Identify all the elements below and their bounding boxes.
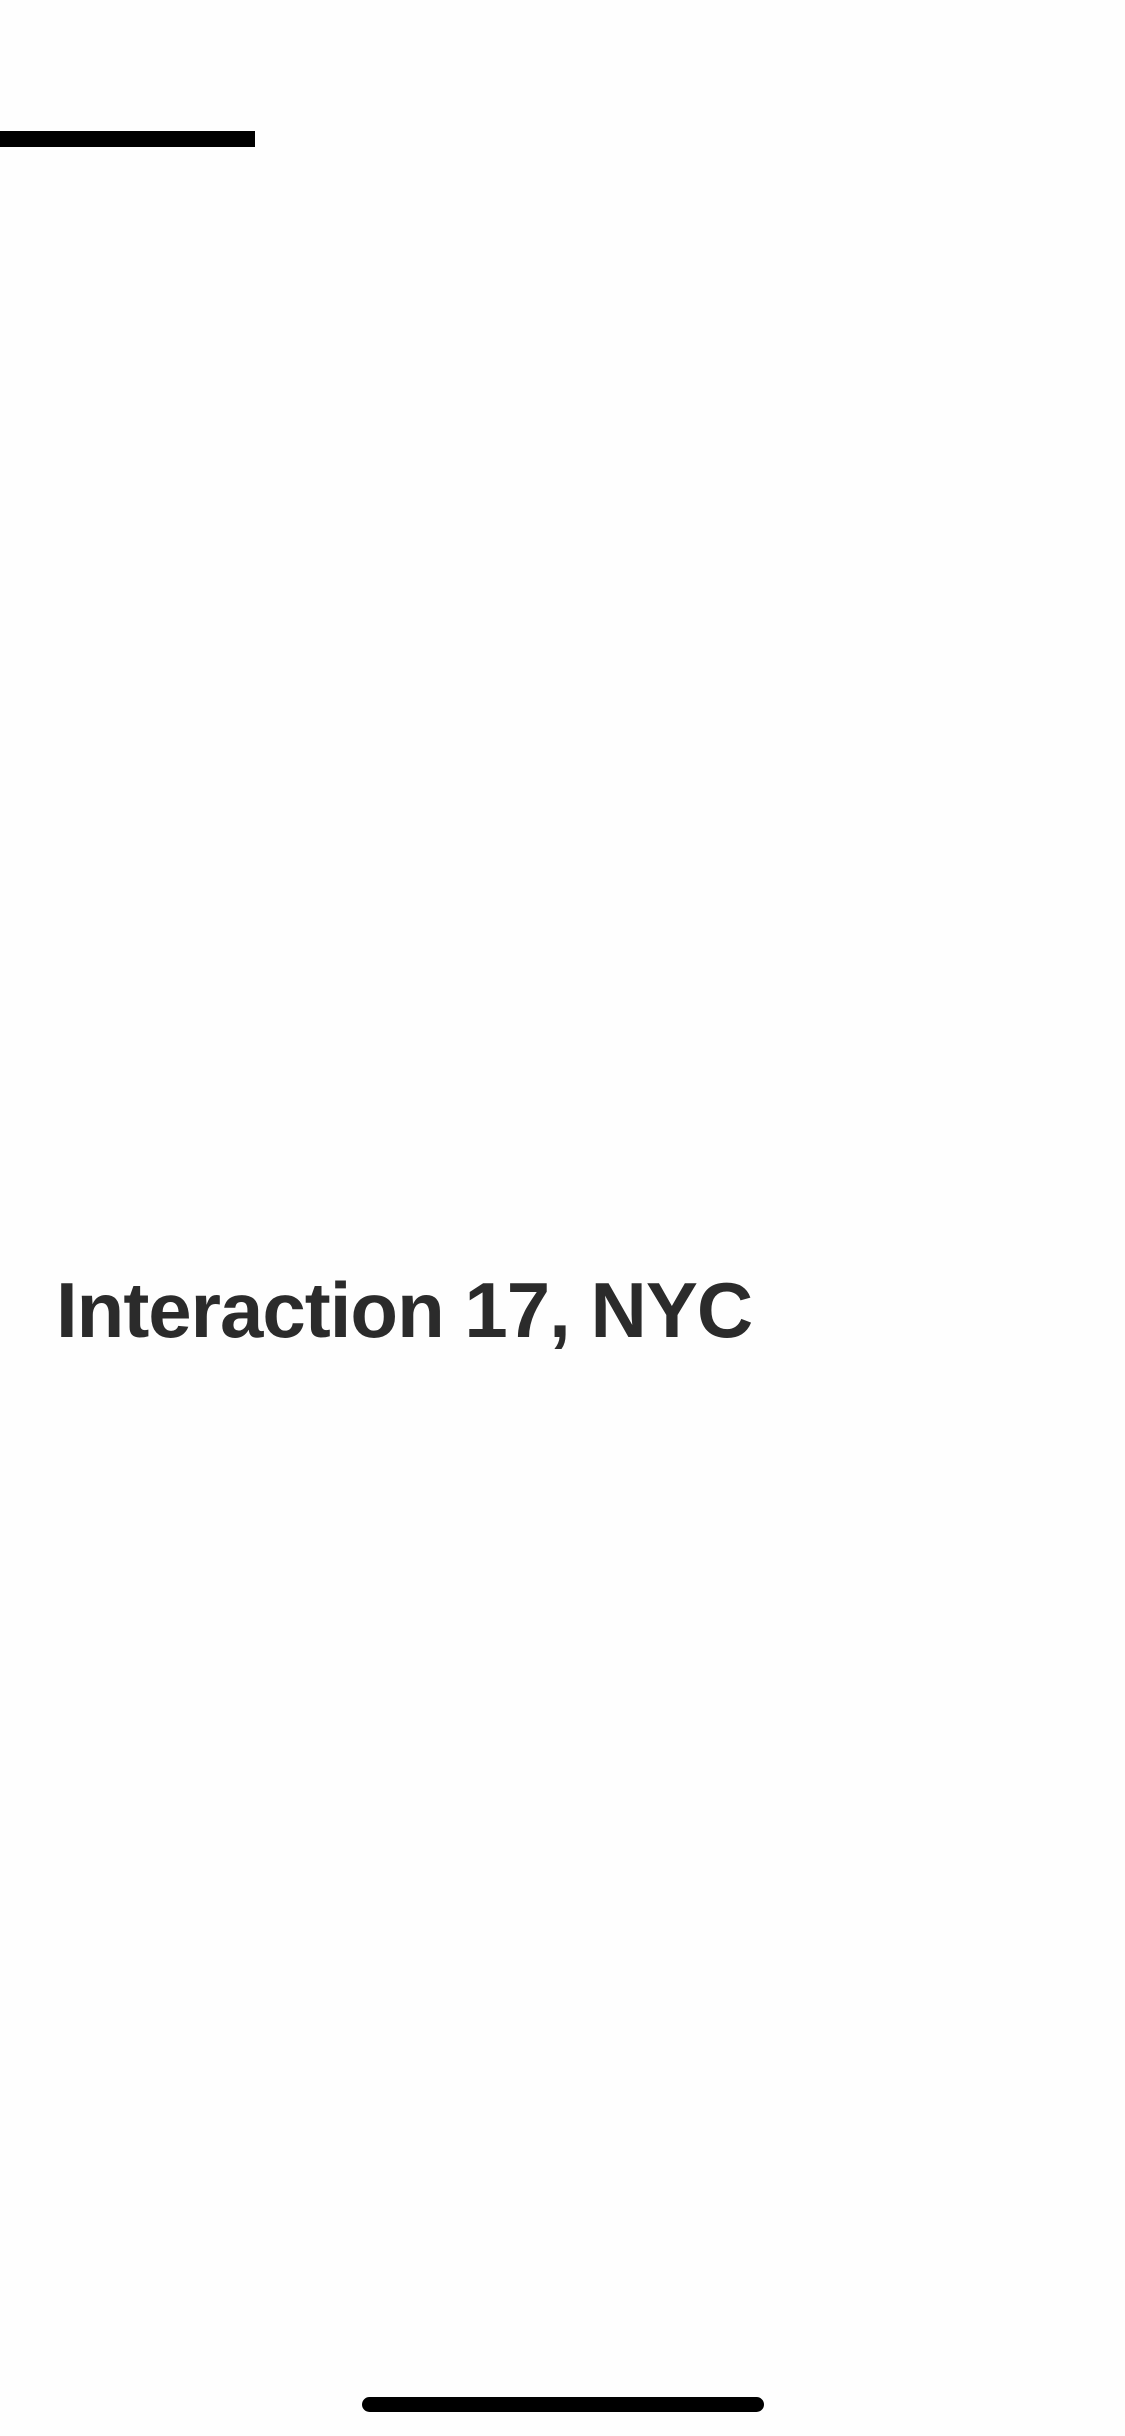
page-title: Interaction 17, NYC bbox=[56, 1266, 753, 1354]
top-accent-bar bbox=[0, 131, 255, 147]
home-indicator[interactable] bbox=[362, 2397, 764, 2412]
